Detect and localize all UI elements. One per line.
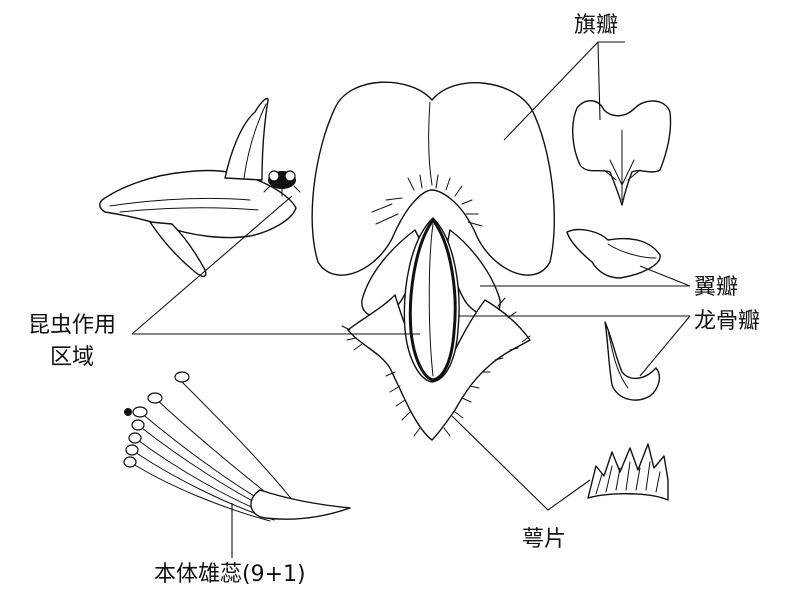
stamens-detail — [123, 371, 351, 522]
standard-veins — [371, 174, 483, 227]
leader-insect-area — [131, 195, 420, 335]
standard-midrib — [428, 101, 433, 186]
standard-petal-detail — [572, 100, 672, 206]
sepal-detail-shape — [587, 443, 669, 501]
leader-standard — [503, 41, 625, 141]
keel-midline — [428, 223, 434, 377]
stigma-icon — [124, 408, 132, 416]
stamen-tube — [250, 489, 351, 520]
anthers — [123, 371, 190, 468]
keel-petal-detail — [604, 321, 661, 401]
label-insect-area-line1: 昆虫作用 — [28, 313, 116, 338]
keel-detail-vein — [607, 329, 629, 389]
keel-detail-shape — [604, 321, 661, 401]
calyx-fringe — [341, 297, 531, 437]
sepal-detail — [587, 443, 669, 501]
wing-detail-vein — [607, 243, 657, 259]
side-flower-sepal — [149, 221, 207, 278]
side-flower-standard — [224, 97, 269, 181]
leader-lines — [131, 41, 691, 558]
label-standard: 旗瓣 — [574, 13, 618, 38]
label-sepal: 萼片 — [522, 527, 566, 552]
side-flower-lines — [109, 197, 259, 213]
wing-petal-detail — [566, 228, 661, 279]
leader-wing — [480, 265, 691, 287]
leader-keel — [458, 315, 691, 377]
label-wing: 翼瓣 — [694, 275, 738, 300]
side-view-flower — [99, 97, 301, 278]
central-flower — [311, 81, 555, 441]
wing-detail-shape — [566, 228, 661, 279]
keel-outline-bold — [408, 217, 457, 382]
standard-detail-veins — [603, 129, 641, 201]
insect-icon — [263, 170, 301, 197]
label-stamens: 本体雄蕊(9+1) — [154, 562, 306, 587]
central-standard-petal — [311, 81, 555, 276]
side-flower-vein — [243, 103, 267, 179]
label-insect-area-line2: 区域 — [50, 345, 94, 370]
sepal-detail-veins — [595, 461, 661, 495]
label-keel: 龙骨瓣 — [694, 309, 760, 334]
leader-sepal — [451, 415, 591, 511]
side-flower-body — [99, 169, 297, 239]
stamen-filaments — [129, 379, 301, 522]
